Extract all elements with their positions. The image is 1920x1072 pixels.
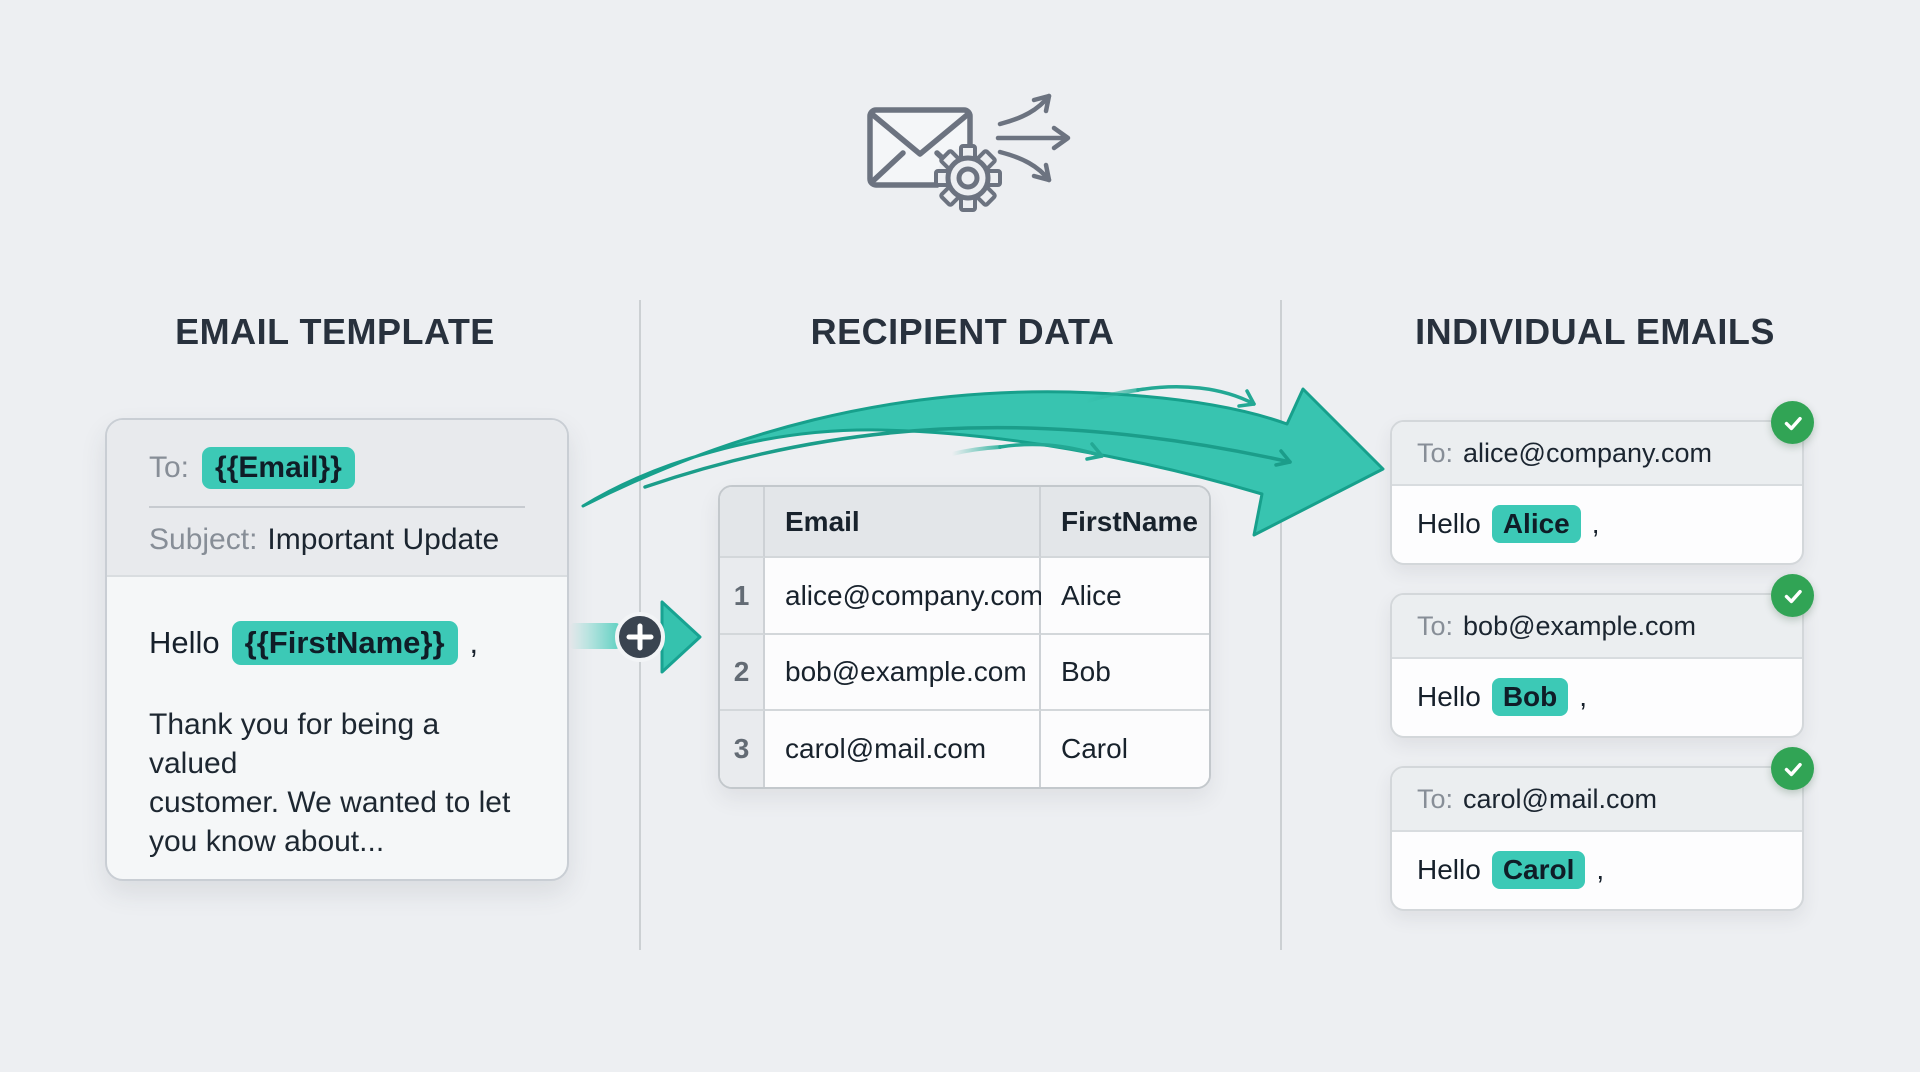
template-header-divider [149, 506, 525, 508]
recipient-address: alice@company.com [1463, 437, 1713, 468]
email-card-body: Hello Bob , [1392, 659, 1802, 734]
template-body-text: Thank you for being a valued customer. W… [149, 708, 511, 858]
to-label: To: [149, 451, 190, 484]
sent-check-icon [1771, 401, 1814, 444]
to-label: To: [1417, 437, 1454, 468]
email-card-body: Hello Carol , [1392, 832, 1802, 907]
connector-trail [570, 623, 620, 649]
row-number: 2 [720, 635, 765, 711]
cell-email: bob@example.com [765, 635, 1041, 711]
greeting-prefix: Hello [1417, 680, 1481, 712]
email-template-card: To: {{Email}} Subject: Important Update … [105, 418, 569, 881]
subject-label: Subject: [149, 523, 258, 556]
greeting-prefix: Hello [149, 625, 220, 660]
accent-arrow-lower [950, 442, 1104, 461]
table-header-email: Email [765, 487, 1041, 558]
email-token-badge: {{Email}} [202, 447, 355, 489]
to-label: To: [1417, 610, 1454, 641]
sent-check-icon [1771, 574, 1814, 617]
merge-plus-connector [570, 600, 702, 674]
greeting-comma: , [1579, 680, 1588, 712]
row-number: 3 [720, 711, 765, 787]
connector-arrowhead [660, 600, 702, 674]
greeting-comma: , [1596, 853, 1605, 885]
table-corner-cell [720, 487, 765, 558]
merged-name-badge: Bob [1491, 677, 1569, 716]
greeting-prefix: Hello [1417, 507, 1481, 539]
cell-email: carol@mail.com [765, 711, 1041, 787]
section-heading-email-template: EMAIL TEMPLATE [175, 311, 495, 352]
mail-merge-hero-icon [867, 93, 1071, 212]
sent-check-icon [1771, 747, 1814, 790]
individual-email-card: To: carol@mail.com Hello Carol , [1390, 747, 1814, 911]
individual-email-card: To: bob@example.com Hello Bob , [1390, 574, 1814, 738]
greeting-comma: , [469, 625, 479, 660]
arrow-inner-stroke [643, 425, 1292, 489]
section-heading-individual-emails: INDIVIDUAL EMAILS [1415, 311, 1775, 352]
gear-icon [934, 144, 1002, 212]
template-card-header: To: {{Email}} Subject: Important Update [107, 420, 567, 577]
accent-arrow-upper [1083, 384, 1256, 408]
to-label: To: [1417, 783, 1454, 814]
template-card-body: Hello {{FirstName}} , Thank you for bein… [107, 577, 567, 861]
cell-firstname: Alice [1041, 558, 1209, 635]
row-number: 1 [720, 558, 765, 635]
recipient-data-table: Email FirstName 1 alice@company.com Alic… [718, 485, 1211, 789]
recipient-address: bob@example.com [1463, 610, 1697, 641]
cell-firstname: Bob [1041, 635, 1209, 711]
greeting-comma: , [1591, 507, 1600, 539]
cell-firstname: Carol [1041, 711, 1209, 787]
email-card-header: To: carol@mail.com [1392, 768, 1802, 832]
column-divider-left [639, 300, 641, 950]
table-header-firstname: FirstName [1041, 487, 1209, 558]
merged-name-badge: Carol [1491, 850, 1586, 889]
greeting-prefix: Hello [1417, 853, 1481, 885]
recipient-address: carol@mail.com [1463, 783, 1657, 814]
section-heading-recipient-data: RECIPIENT DATA [810, 311, 1115, 352]
firstname-token-badge: {{FirstName}} [231, 621, 458, 665]
email-card-header: To: bob@example.com [1392, 595, 1802, 659]
merged-name-badge: Alice [1491, 504, 1581, 543]
cell-email: alice@company.com [765, 558, 1043, 635]
fanout-arrows-icon [995, 93, 1071, 183]
column-divider-right [1280, 300, 1282, 950]
email-card-header: To: alice@company.com [1392, 422, 1802, 486]
email-card-body: Hello Alice , [1392, 486, 1802, 561]
individual-email-card: To: alice@company.com Hello Alice , [1390, 401, 1814, 565]
subject-value: Important Update [267, 523, 500, 556]
